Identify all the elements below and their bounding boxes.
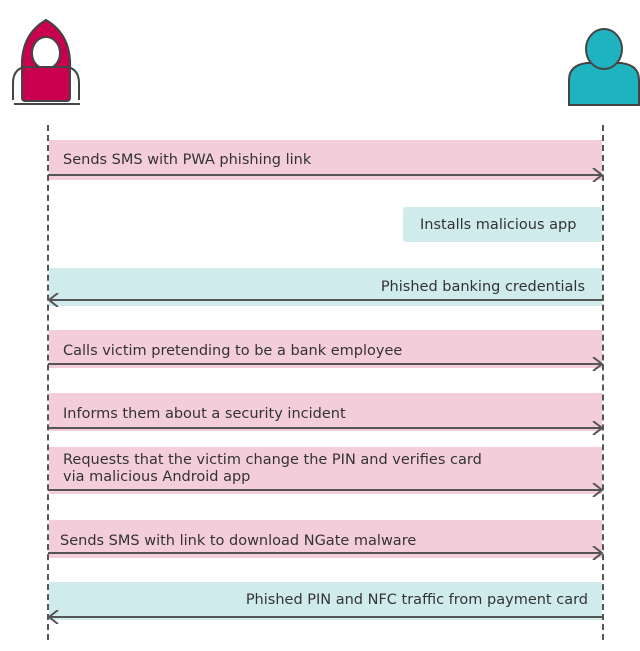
- victim-lifeline: [602, 125, 604, 640]
- message-text: Sends SMS with link to download NGate ma…: [60, 533, 417, 549]
- message-text: Informs them about a security incident: [63, 406, 346, 422]
- message-text: Phished PIN and NFC traffic from payment…: [245, 592, 588, 608]
- message-text: Phished banking credentials: [380, 279, 585, 295]
- message-band: [49, 330, 602, 368]
- arrow-right-icon: [48, 357, 604, 371]
- attacker-lifeline: [47, 125, 49, 640]
- user-icon: [568, 28, 640, 106]
- message-text: Installs malicious app: [420, 217, 577, 233]
- arrow-right-icon: [48, 168, 604, 182]
- message-text-line2: via malicious Android app: [63, 469, 251, 485]
- hacker-icon: [12, 18, 80, 105]
- message-band: [49, 520, 602, 558]
- arrow-left-icon: [48, 610, 604, 624]
- message-text: Calls victim pretending to be a bank emp…: [63, 343, 403, 359]
- message-text: Requests that the victim change the PIN …: [63, 452, 482, 468]
- message-band: [49, 393, 602, 431]
- message-band: [49, 140, 602, 180]
- message-band: [49, 582, 602, 620]
- arrow-left-icon: [48, 293, 604, 307]
- message-band: [49, 447, 602, 494]
- victim-action-box: [403, 207, 602, 242]
- arrow-right-icon: [48, 421, 604, 435]
- arrow-right-icon: [48, 483, 604, 497]
- arrow-right-icon: [48, 546, 604, 560]
- message-text: Sends SMS with PWA phishing link: [63, 152, 312, 168]
